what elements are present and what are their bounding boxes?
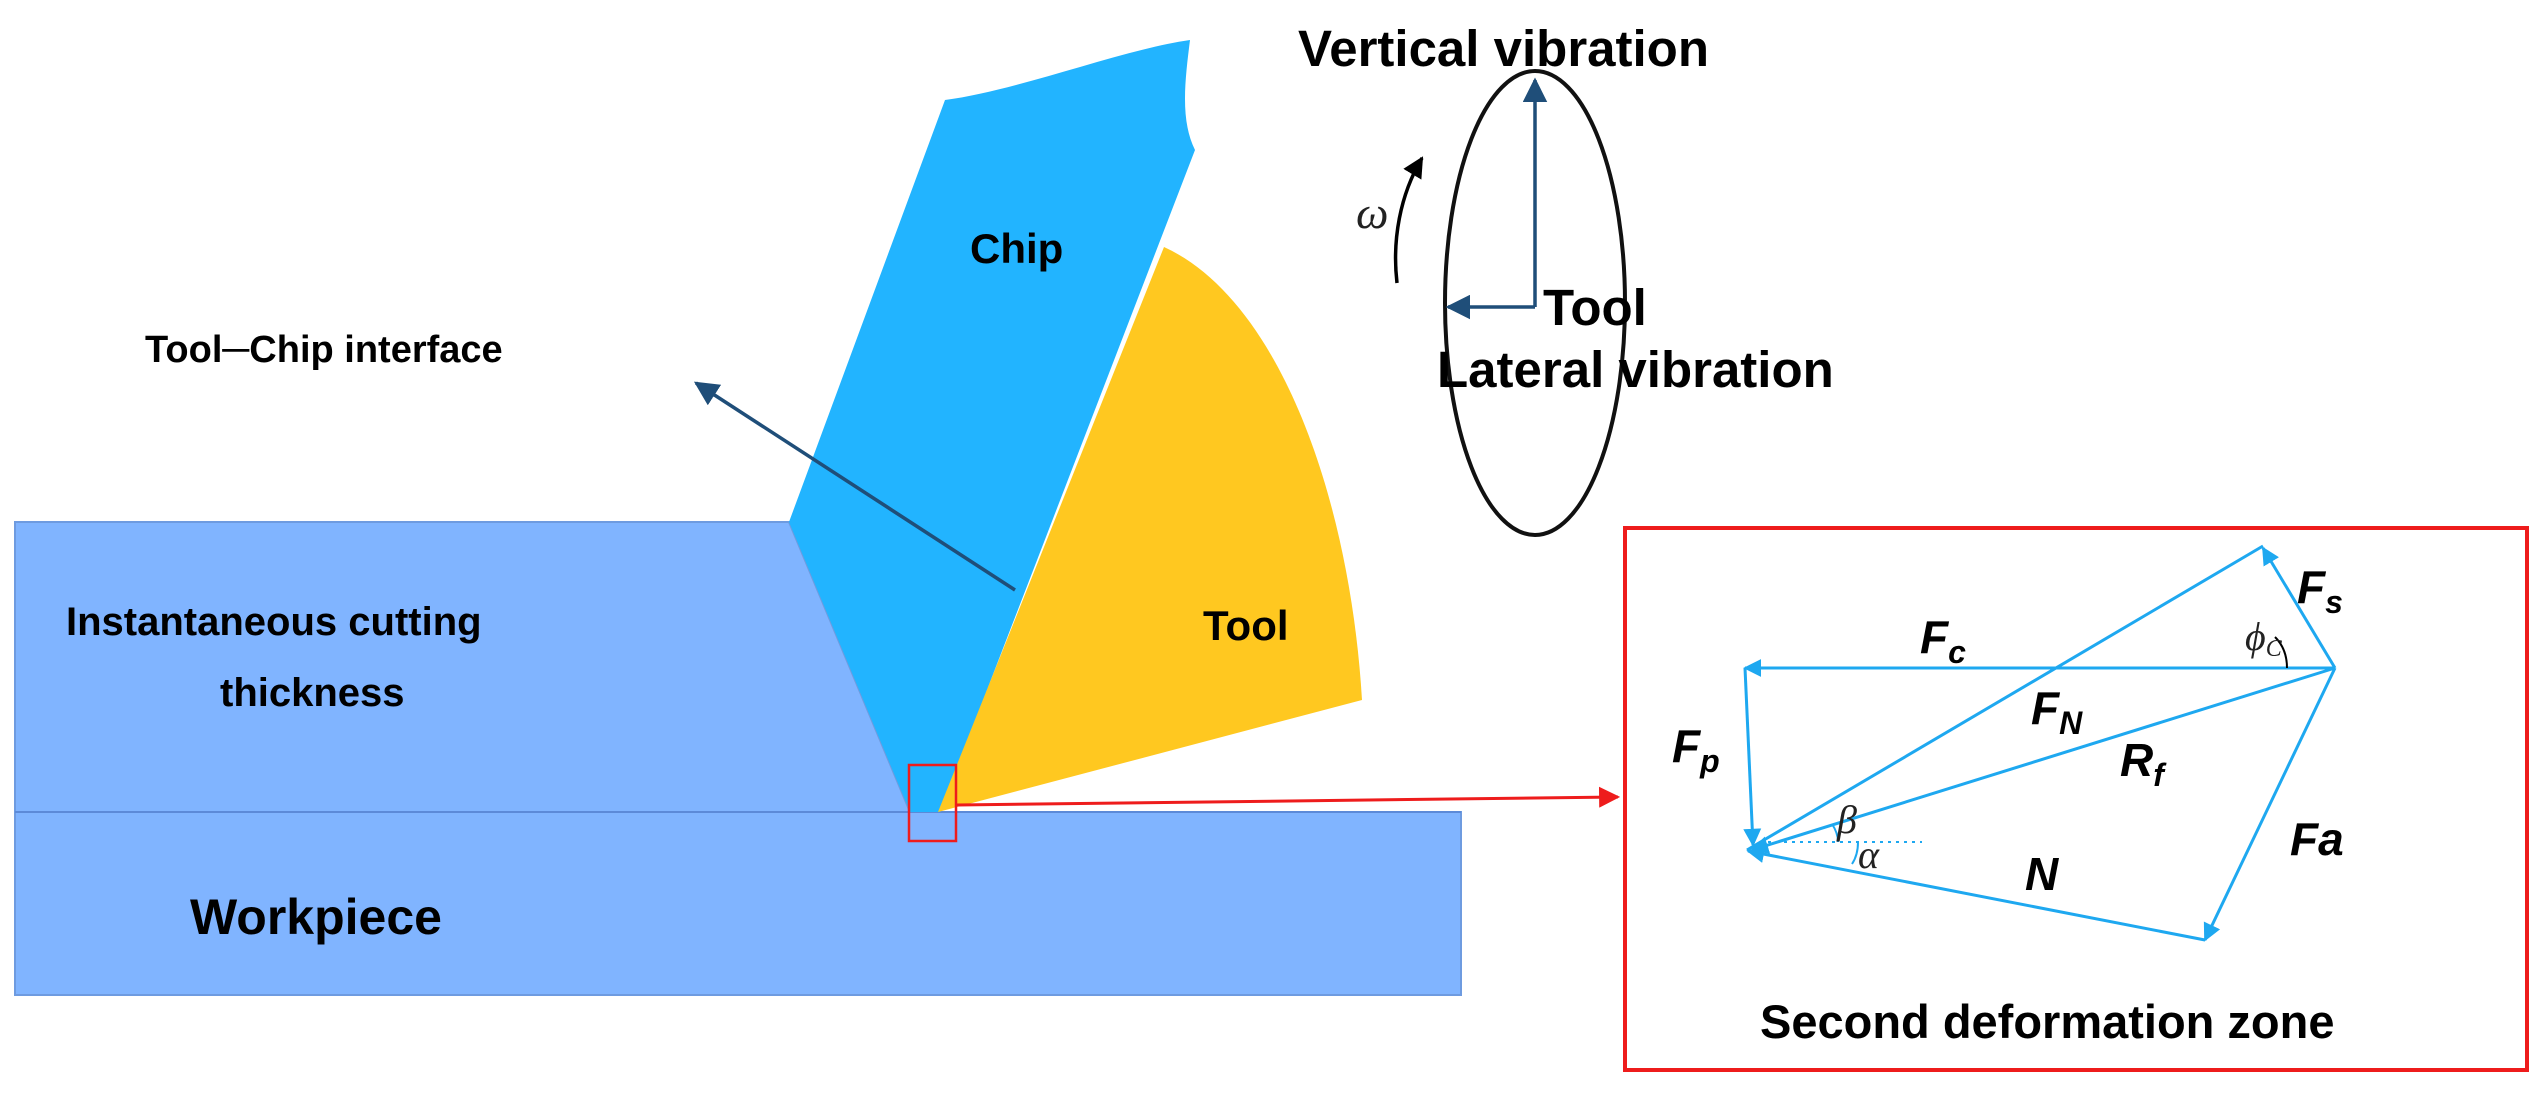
zoom-box	[1623, 526, 2529, 1072]
lateral-vibration-label: Lateral vibration	[1437, 341, 1834, 398]
tool-tip-highlight	[907, 763, 958, 843]
Fs-label: Fs	[2297, 561, 2343, 620]
FN-label: FN	[2031, 682, 2083, 741]
vibration-tool-label: Tool	[1543, 279, 1647, 336]
force-Fp-arrow	[1743, 667, 1762, 847]
Rf-label: Rf	[2120, 734, 2167, 793]
vertical-vibration-label: Vertical vibration	[1298, 20, 1709, 77]
zoom-arrow	[956, 786, 1621, 808]
workpiece-label: Workpiece	[190, 889, 442, 945]
tool-label: Tool	[1203, 602, 1289, 649]
force-Fa-arrow	[2203, 667, 2337, 942]
force-N-arrow	[1746, 845, 2206, 942]
chip-label: Chip	[970, 225, 1063, 272]
beta-angle-arc	[1831, 823, 1839, 843]
alpha-label: α	[1858, 832, 1880, 877]
phi-label: ϕC	[2245, 614, 2283, 662]
omega-rotation-arrow	[1393, 156, 1424, 284]
Fa-label: Fa	[2290, 813, 2344, 865]
omega-label: ω	[1356, 187, 1388, 238]
vibration-ellipse	[1443, 69, 1627, 537]
Fp-label: Fp	[1672, 720, 1720, 779]
interface-label: Tool─Chip interface	[145, 329, 503, 371]
zone-title: Second deformation zone	[1760, 995, 2335, 1048]
N-label: N	[2025, 848, 2059, 900]
force-Rf-arrow	[1750, 666, 2336, 854]
thickness-label-line2: thickness	[220, 671, 405, 715]
force-diagram	[1743, 544, 2337, 942]
alpha-angle-arc	[1851, 841, 1859, 865]
chip-shape	[789, 40, 1195, 812]
thickness-label-line1: Instantaneous cutting	[66, 600, 482, 644]
interface-arrow	[693, 381, 1016, 592]
beta-label: β	[1836, 797, 1857, 842]
force-Fs-arrow	[2261, 546, 2337, 669]
phi-angle-arc	[2274, 636, 2288, 669]
tool-shape	[938, 247, 1362, 812]
Fc-label: Fc	[1920, 611, 1966, 670]
force-FN-line	[1746, 544, 2264, 852]
